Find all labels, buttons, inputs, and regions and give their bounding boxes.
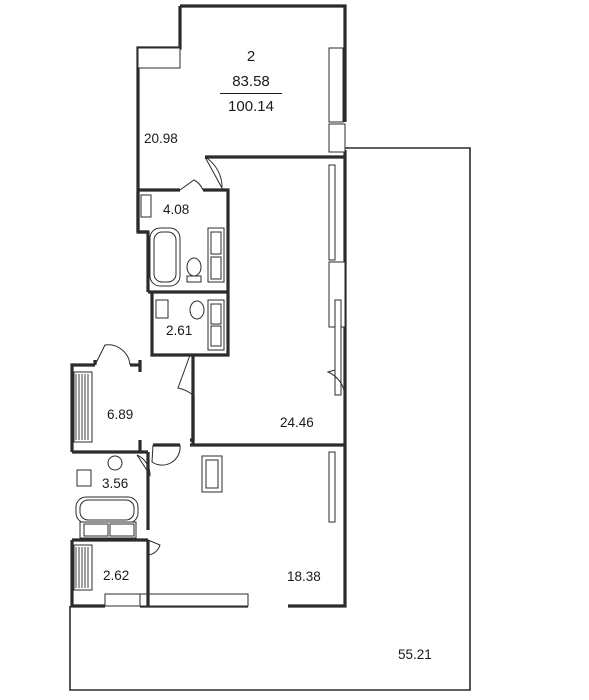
wardrobe-storage [73, 544, 93, 591]
room-label-living-main: 24.46 [280, 415, 314, 430]
room-label-hall: 6.89 [107, 407, 134, 422]
door-hall [94, 344, 131, 366]
interior-walls [72, 155, 345, 606]
room-label-bedroom: 18.38 [287, 569, 321, 584]
room-label-bathroom-upper: 4.08 [163, 202, 190, 217]
window-right-upper [328, 164, 336, 261]
room-label-terrace: 55.21 [398, 647, 432, 662]
toilet-icon-wc [189, 300, 205, 320]
room-label-bathroom-lower: 3.56 [102, 476, 129, 491]
window-bottom [139, 593, 249, 607]
wardrobe-hall [73, 371, 93, 443]
bathroom-lower-fixtures [75, 455, 139, 539]
window-top [328, 47, 344, 123]
window-right-lower [334, 299, 342, 396]
column-bottom [104, 593, 141, 607]
sink-icon-wc [155, 299, 169, 319]
bathroom-upper-fixtures [140, 194, 225, 287]
door-bath-upper [179, 179, 204, 191]
toilet-icon [186, 257, 202, 277]
door-balcony [326, 369, 346, 396]
drain-icon [107, 455, 123, 471]
door-bath-lower-2 [136, 454, 151, 477]
sink-icon-lower [76, 469, 92, 487]
door-bath-lower [151, 444, 181, 466]
door-living-top [204, 156, 223, 190]
windows [104, 47, 346, 607]
room-label-storage: 2.62 [103, 568, 130, 583]
doors [94, 156, 346, 556]
column-top [328, 123, 346, 153]
door-storage [147, 539, 161, 556]
window-bedroom [328, 451, 336, 523]
rooms-count: 2 [246, 48, 256, 65]
terrace-outline [69, 147, 471, 691]
window-top-left [137, 47, 181, 69]
summary-divider [220, 93, 282, 94]
room-label-living-top: 20.98 [144, 131, 178, 146]
wc-fixtures [155, 299, 225, 351]
total-area: 100.14 [228, 98, 274, 115]
door-living-main [177, 354, 194, 396]
room-label-wc: 2.61 [166, 323, 193, 338]
sink-icon [140, 194, 152, 218]
bedroom-radiator [201, 455, 223, 493]
living-area: 83.58 [232, 73, 270, 90]
